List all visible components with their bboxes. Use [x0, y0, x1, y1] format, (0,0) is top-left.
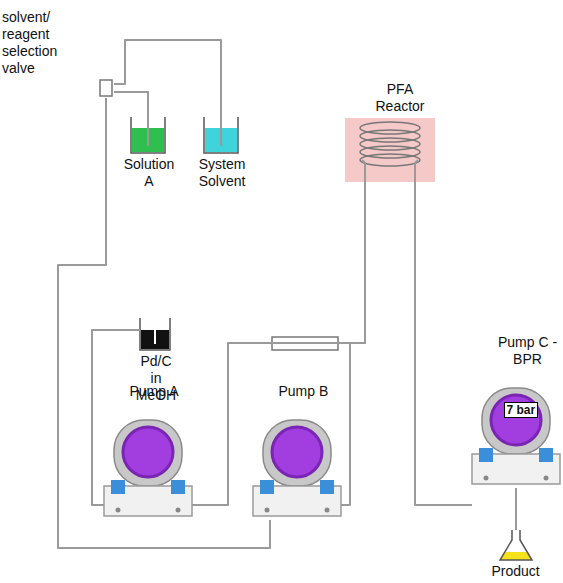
- tubing: [114, 40, 221, 115]
- solvent-beaker: System Solvent: [196, 115, 247, 190]
- node-label: PFA Reactor: [365, 81, 435, 115]
- reactor-coil: PFA Reactor: [345, 81, 435, 182]
- selection-valve: [100, 80, 112, 96]
- node-label: Solution A: [123, 156, 176, 190]
- pump: Pump C - BPR 7 bar: [472, 334, 560, 488]
- tubing: [114, 92, 148, 115]
- solution-a-beaker: [131, 115, 165, 153]
- system-solvent-beaker: [204, 115, 238, 153]
- pressure-setting: 7 bar: [504, 402, 539, 418]
- tubing: [192, 182, 365, 505]
- pump: Pump B: [253, 383, 341, 520]
- tubing: [515, 488, 517, 530]
- pump-b-body: [253, 420, 341, 516]
- tubing: [92, 330, 133, 505]
- node-label: System Solvent: [198, 156, 247, 190]
- node-label: Pump B: [279, 383, 329, 400]
- pump-a-body: [104, 420, 192, 516]
- node-label: solvent/ reagent selection valve: [2, 9, 76, 77]
- product-flask: [500, 530, 532, 560]
- pd-c-beaker: [127, 318, 170, 350]
- tubing: [58, 98, 270, 548]
- tubing: [415, 182, 472, 505]
- product-flask: Product: [490, 530, 543, 580]
- node-label: Pump A: [130, 383, 179, 400]
- pump: Pump A: [104, 383, 192, 520]
- tubing: [341, 182, 365, 505]
- selection-valve: solvent/ reagent selection valve: [2, 9, 114, 98]
- reagent-beaker: Solution A: [121, 115, 176, 190]
- node-label: Pump C - BPR: [498, 334, 558, 368]
- pump-c-body: [472, 388, 560, 484]
- node-label: Product: [492, 563, 540, 580]
- pfa-reactor-coil: [345, 118, 435, 182]
